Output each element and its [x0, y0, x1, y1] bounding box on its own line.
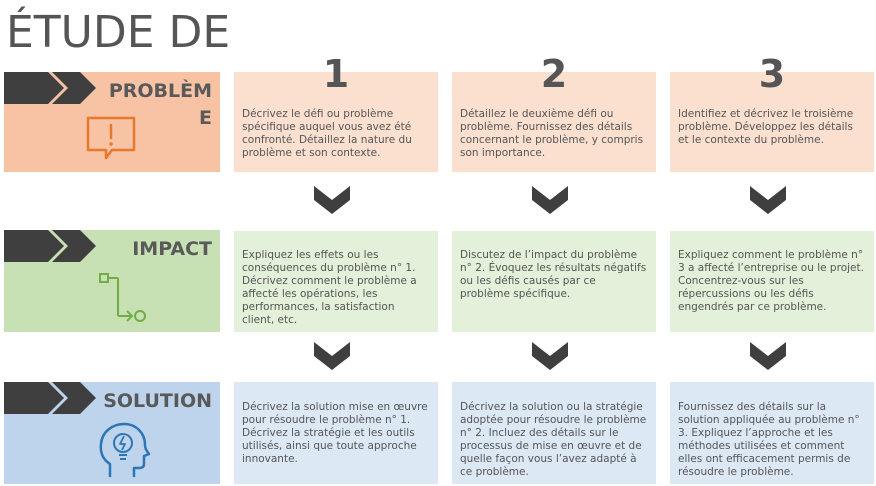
chevron-down-icon — [314, 186, 350, 214]
row-label-text: SOLUTION — [103, 390, 212, 412]
chevron-down-icon — [314, 342, 350, 370]
row-label-text: PROBLÈME — [108, 80, 212, 129]
chevron-arrows-icon — [4, 72, 96, 104]
problem-cell-2: Détaillez le deuxième défi ou problème. … — [452, 72, 656, 172]
solution-cell-2: Décrivez la solution ou la stratégie ado… — [452, 382, 656, 484]
flow-path-icon — [99, 273, 146, 322]
chevron-down-icon — [532, 342, 568, 370]
alert-speech-bubble-icon — [86, 116, 136, 160]
row-label-problem: PROBLÈME — [4, 72, 220, 172]
chevron-down-icon — [750, 186, 786, 214]
row-label-text: IMPACT — [132, 238, 212, 260]
column-number-1: 1 — [322, 52, 350, 96]
column-number-2: 2 — [540, 52, 568, 96]
solution-cell-3: Fournissez des détails sur la solution a… — [670, 382, 874, 484]
solution-cell-1: Décrivez la solution mise en œuvre pour … — [234, 382, 438, 484]
impact-cell-2: Discutez de l’impact du problème n° 2. É… — [452, 231, 656, 332]
chevron-arrows-icon — [4, 230, 96, 262]
page-title: ÉTUDE DE CAS — [6, 7, 231, 70]
chevron-arrows-icon — [4, 382, 96, 414]
chevron-down-icon — [532, 186, 568, 214]
head-lightbulb-icon — [99, 422, 151, 478]
row-label-solution: SOLUTION — [4, 382, 220, 484]
chevron-down-icon — [750, 342, 786, 370]
impact-cell-1: Expliquez les effets ou les conséquences… — [234, 231, 438, 332]
column-number-3: 3 — [758, 52, 786, 96]
row-label-impact: IMPACT — [4, 230, 220, 332]
impact-cell-3: Expliquez comment le problème n° 3 a aff… — [670, 231, 874, 332]
problem-cell-3: Identifiez et décrivez le troisième prob… — [670, 72, 874, 172]
problem-cell-1: Décrivez le défi ou problème spécifique … — [234, 72, 438, 172]
